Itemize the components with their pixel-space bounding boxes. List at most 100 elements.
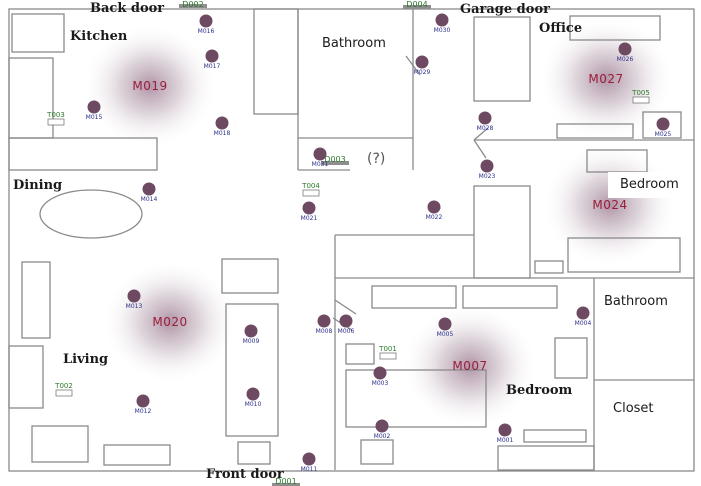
room-label: Closet	[613, 401, 654, 416]
temperature-sensor-label: T001	[378, 345, 397, 353]
motion-sensor-label: M011	[301, 466, 318, 473]
motion-sensor-dot	[375, 419, 389, 433]
motion-sensor-dot	[435, 13, 449, 27]
motion-sensor-dot	[373, 366, 387, 380]
temperature-sensor-box	[55, 389, 73, 397]
motion-sensor-dot	[478, 111, 492, 125]
motion-sensor-dot	[127, 289, 141, 303]
room-label: Bedroom	[506, 383, 573, 398]
room-label: Bedroom	[620, 177, 679, 192]
motion-sensor-dot	[438, 317, 452, 331]
motion-sensor-dot	[656, 117, 670, 131]
temperature-sensor-label: T004	[301, 182, 320, 190]
room-label: Office	[539, 21, 582, 36]
motion-zone-label: M007	[452, 359, 487, 373]
motion-zone-label: M019	[132, 79, 167, 93]
motion-sensor-label: M006	[338, 328, 355, 335]
door-name-label: Back door	[90, 1, 164, 16]
temperature-sensor-box	[302, 189, 320, 197]
room-label: Bathroom	[604, 294, 668, 309]
motion-sensor-dot	[136, 394, 150, 408]
motion-sensor-dot	[317, 314, 331, 328]
motion-sensor-label: M014	[141, 196, 158, 203]
door-name-label: Garage door	[460, 2, 550, 17]
motion-sensor-dot	[87, 100, 101, 114]
walls	[8, 8, 695, 472]
motion-sensor-dot	[246, 387, 260, 401]
motion-sensor-dot	[339, 314, 353, 328]
temperature-sensor-label: T002	[54, 382, 73, 390]
motion-zone-label: M024	[592, 198, 627, 212]
motion-sensor-label: M013	[126, 303, 143, 310]
motion-sensor-dot	[142, 182, 156, 196]
motion-sensor-label: M023	[479, 173, 496, 180]
motion-sensor-dot	[427, 200, 441, 214]
motion-sensor-dot	[313, 147, 327, 161]
temperature-sensor-box	[47, 118, 65, 126]
motion-sensor-label: M018	[214, 130, 231, 137]
motion-sensor-label: M003	[372, 380, 389, 387]
room-label: Bathroom	[322, 36, 386, 51]
motion-sensor-dot	[215, 116, 229, 130]
motion-sensor-dot	[498, 423, 512, 437]
motion-zone-label: M027	[588, 72, 623, 86]
motion-sensor-label: M029	[414, 69, 431, 76]
door-sensor-label: D004	[406, 0, 427, 9]
motion-sensor-label: M022	[426, 214, 443, 221]
room-label: Kitchen	[70, 29, 128, 44]
room-label: Living	[63, 352, 108, 367]
motion-sensor-label: M001	[497, 437, 514, 444]
motion-sensor-label: M009	[243, 338, 260, 345]
temperature-sensor-label: T005	[631, 89, 650, 97]
motion-sensor-label: M015	[86, 114, 103, 121]
motion-sensor-label: M017	[204, 63, 221, 70]
motion-heat-zone	[402, 304, 538, 428]
motion-sensor-dot	[302, 452, 316, 466]
door-sensor-label: D001	[275, 477, 296, 486]
door-sensor-bar	[179, 4, 207, 8]
door-sensor-bar	[403, 5, 431, 9]
motion-sensor-dot	[415, 55, 429, 69]
motion-sensor-dot	[302, 201, 316, 215]
door-sensor-label: D002	[182, 0, 203, 9]
door-name-label: Front door	[206, 467, 284, 482]
temperature-sensor-box	[379, 352, 397, 360]
motion-sensor-label: M010	[245, 401, 262, 408]
motion-sensor-label: M012	[135, 408, 152, 415]
motion-sensor-label: M002	[374, 433, 391, 440]
room-label-box	[608, 172, 690, 198]
motion-sensor-label: M021	[301, 215, 318, 222]
motion-sensor-dot	[480, 159, 494, 173]
temperature-sensor-box	[632, 96, 650, 104]
motion-sensor-dot	[244, 324, 258, 338]
motion-sensor-label: M004	[575, 320, 592, 327]
motion-sensor-label: M026	[617, 56, 634, 63]
motion-sensor-dot	[618, 42, 632, 56]
room-label: Dining	[13, 178, 62, 193]
motion-sensor-label: M030	[434, 27, 451, 34]
motion-sensor-dot	[199, 14, 213, 28]
door-sensor-bar	[321, 161, 349, 165]
door-sensor-label: D003	[324, 155, 345, 164]
motion-sensor-dot	[205, 49, 219, 63]
uncertain-annotation: (?)	[367, 151, 385, 167]
motion-heat-zone	[538, 17, 674, 141]
motion-sensor-label: M031	[312, 161, 329, 168]
motion-sensor-label: M016	[198, 28, 215, 35]
motion-sensor-label: M008	[316, 328, 333, 335]
motion-heat-zone	[82, 24, 218, 148]
motion-sensor-dot	[576, 306, 590, 320]
motion-zone-label: M020	[152, 315, 187, 329]
temperature-sensor-label: T003	[46, 111, 65, 119]
motion-sensor-label: M025	[655, 131, 672, 138]
motion-sensor-label: M005	[437, 331, 454, 338]
door-sensor-bar	[272, 483, 300, 486]
motion-sensor-label: M028	[477, 125, 494, 132]
